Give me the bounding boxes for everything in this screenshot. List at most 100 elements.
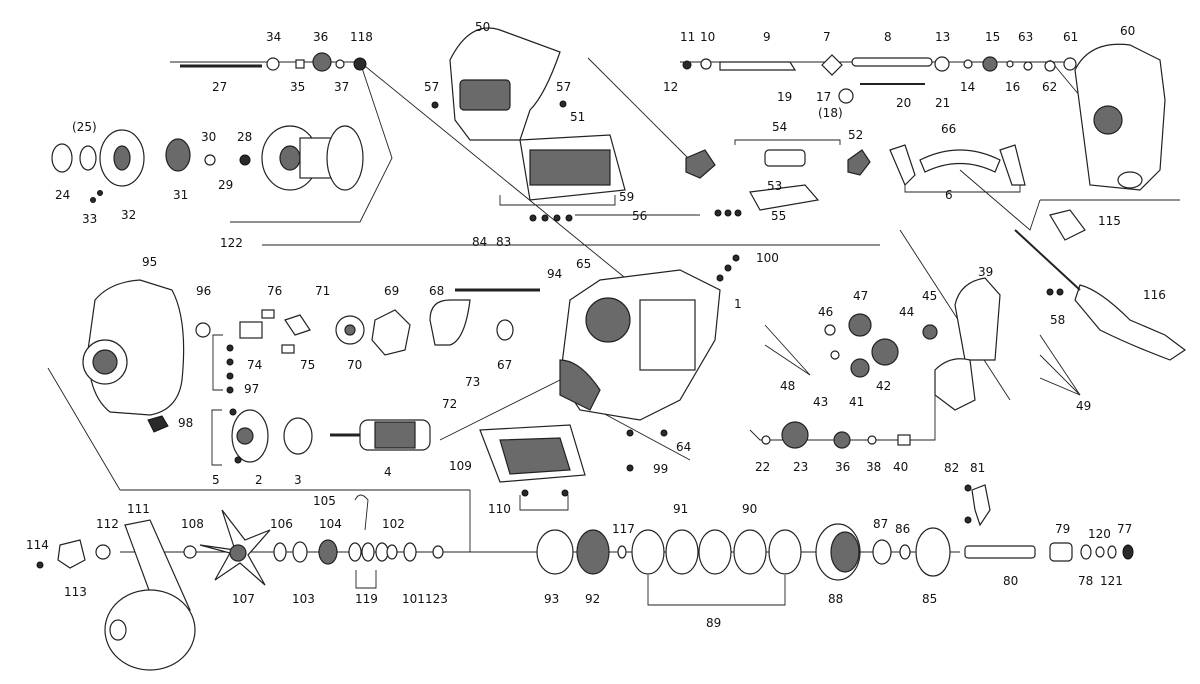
label-111: 111 — [127, 502, 150, 516]
label-66: 66 — [941, 122, 956, 136]
label-93: 93 — [544, 592, 559, 606]
label-50: 50 — [475, 20, 490, 34]
label-73: 73 — [465, 375, 480, 389]
label-5: 5 — [212, 473, 220, 487]
label-117: 117 — [612, 522, 635, 536]
label-59: 59 — [619, 190, 634, 204]
label-31: 31 — [173, 188, 188, 202]
label-110: 110 — [488, 502, 511, 516]
label-85: 85 — [922, 592, 937, 606]
label-34: 34 — [266, 30, 281, 44]
label-120: 120 — [1088, 527, 1111, 541]
label-47: 47 — [853, 289, 868, 303]
label-51: 51 — [570, 110, 585, 124]
label-39: 39 — [978, 265, 993, 279]
label-89: 89 — [706, 616, 721, 630]
label-13: 13 — [935, 30, 950, 44]
label-95: 95 — [142, 255, 157, 269]
label-122: 122 — [220, 236, 243, 250]
label-30: 30 — [201, 130, 216, 144]
label-121: 121 — [1100, 574, 1123, 588]
label-57b: 57 — [556, 80, 571, 94]
label-60: 60 — [1120, 24, 1135, 38]
label-79: 79 — [1055, 522, 1070, 536]
label-70: 70 — [347, 358, 362, 372]
part-labels: 1 2 3 4 5 6 7 8 9 10 11 12 13 14 15 16 1… — [26, 20, 1166, 630]
label-92: 92 — [585, 592, 600, 606]
label-42: 42 — [876, 379, 891, 393]
label-63: 63 — [1018, 30, 1033, 44]
label-33: 33 — [82, 212, 97, 226]
label-24: 24 — [55, 188, 70, 202]
label-7: 7 — [823, 30, 831, 44]
label-106: 106 — [270, 517, 293, 531]
label-21: 21 — [935, 96, 950, 110]
label-82: 82 — [944, 461, 959, 475]
label-83: 83 — [496, 235, 511, 249]
label-68: 68 — [429, 284, 444, 298]
label-113: 113 — [64, 585, 87, 599]
label-97: 97 — [244, 382, 259, 396]
label-76: 76 — [267, 284, 282, 298]
label-118: 118 — [350, 30, 373, 44]
label-46: 46 — [818, 305, 833, 319]
label-15: 15 — [985, 30, 1000, 44]
label-23: 23 — [793, 460, 808, 474]
label-112: 112 — [96, 517, 119, 531]
label-36a: 36 — [313, 30, 328, 44]
label-55: 55 — [771, 209, 786, 223]
label-48: 48 — [780, 379, 795, 393]
label-123: 123 — [425, 592, 448, 606]
label-64: 64 — [676, 440, 691, 454]
label-3: 3 — [294, 473, 302, 487]
label-107: 107 — [232, 592, 255, 606]
label-61: 61 — [1063, 30, 1078, 44]
label-27: 27 — [212, 80, 227, 94]
label-1: 1 — [734, 297, 742, 311]
label-88: 88 — [828, 592, 843, 606]
label-90: 90 — [742, 502, 757, 516]
label-115: 115 — [1098, 214, 1121, 228]
label-2: 2 — [255, 473, 263, 487]
part-shapes — [36, 27, 1187, 671]
label-36b: 36 — [835, 460, 850, 474]
label-56: 56 — [632, 209, 647, 223]
label-32: 32 — [121, 208, 136, 222]
label-37: 37 — [334, 80, 349, 94]
label-80: 80 — [1003, 574, 1018, 588]
label-101: 101 — [402, 592, 425, 606]
label-58: 58 — [1050, 313, 1065, 327]
label-109: 109 — [449, 459, 472, 473]
label-38: 38 — [866, 460, 881, 474]
label-86: 86 — [895, 522, 910, 536]
label-44: 44 — [899, 305, 914, 319]
label-119: 119 — [355, 592, 378, 606]
label-16: 16 — [1005, 80, 1020, 94]
label-96: 96 — [196, 284, 211, 298]
label-18: (18) — [818, 106, 843, 120]
label-6: 6 — [945, 188, 953, 202]
label-20: 20 — [896, 96, 911, 110]
label-102: 102 — [382, 517, 405, 531]
label-81: 81 — [970, 461, 985, 475]
label-114: 114 — [26, 538, 49, 552]
label-29: 29 — [218, 178, 233, 192]
label-87: 87 — [873, 517, 888, 531]
label-78: 78 — [1078, 574, 1093, 588]
label-74: 74 — [247, 358, 262, 372]
label-19: 19 — [777, 90, 792, 104]
label-35: 35 — [290, 80, 305, 94]
label-43: 43 — [813, 395, 828, 409]
label-77: 77 — [1117, 522, 1132, 536]
label-65: 65 — [576, 257, 591, 271]
label-4: 4 — [384, 465, 392, 479]
label-22: 22 — [755, 460, 770, 474]
label-28: 28 — [237, 130, 252, 144]
label-67: 67 — [497, 358, 512, 372]
label-94: 94 — [547, 267, 562, 281]
label-103: 103 — [292, 592, 315, 606]
label-57a: 57 — [424, 80, 439, 94]
label-52: 52 — [848, 128, 863, 142]
label-116: 116 — [1143, 288, 1166, 302]
